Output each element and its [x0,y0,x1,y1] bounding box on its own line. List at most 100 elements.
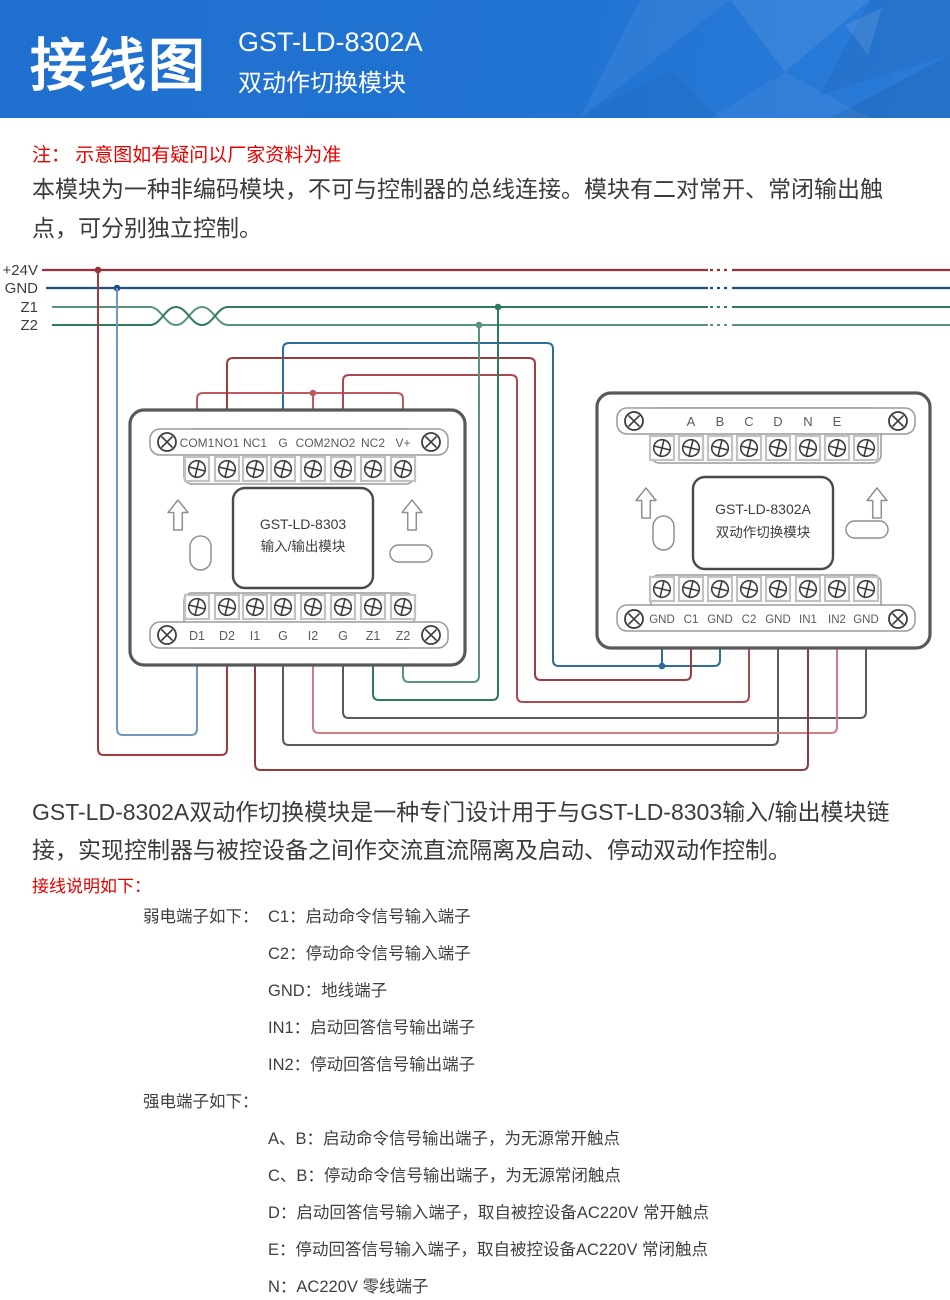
mounting-screw-icon [421,625,441,645]
terminal-label-strip [149,621,449,649]
terminal-label-strip [149,428,449,456]
twisted-pair [149,305,229,327]
screw-terminal-icon [677,575,705,603]
led-slot [652,515,675,551]
header-banner: 接线图 GST-LD-8302A 双动作切换模块 [0,0,950,118]
terminal-description: D：启动回答信号输入端子，取自被控设备AC220V 常开触点 [268,1204,709,1222]
screw-terminal-icon [389,593,417,621]
terminal-label: N [803,414,812,429]
terminal-label: Z2 [396,629,411,643]
mounting-screw-icon [888,609,908,629]
page-title: 接线图 [30,34,207,98]
terminal-label: D1 [189,629,205,643]
terminal-label: COM1 [180,436,215,450]
screw-terminal-icon [269,455,297,483]
screw-terminal-icon [735,575,763,603]
right-module: A B C D N E GST-LD-8302A 双动作切换模块 [595,391,932,650]
terminal-label: GND [649,614,675,626]
wire-24v-to-d2 [97,270,228,756]
terminal-label: G [278,436,287,450]
terminal-label: GND [707,614,733,626]
wire-no1-to-c1 [226,357,692,681]
bus-label-z2: Z2 [20,317,38,334]
screw-terminal-icon [359,593,387,621]
screw-terminal-icon [852,434,880,462]
left-top-terminal-labels: COM1 NO1 NC1 G COM2 NO2 NC2 V+ [180,436,411,450]
terminal-label: D [773,414,782,429]
screw-terminal-icon [241,593,269,621]
terminal-label: GND [765,614,791,626]
screw-terminal-icon [213,455,241,483]
terminal-descriptions: 弱电端子如下： C1：启动命令信号输入端子 C2：停动命令信号输入端子 GND：… [0,899,950,1300]
screw-terminal-icon [241,455,269,483]
mounting-screw-icon [888,411,908,431]
terminal-label: I2 [308,629,318,643]
weak-terminals-row: 弱电端子如下： C1：启动命令信号输入端子 [0,899,950,936]
screw-terminal-icon [359,455,387,483]
screw-terminal-icon [794,575,822,603]
right-top-terminal-labels: A B C D N E [687,414,842,429]
disclaimer-note: 注： 示意图如有疑问以厂家资料为准 [32,145,342,166]
terminal-label: IN2 [828,614,846,626]
intro-line-1: 本模块为一种非编码模块，不可与控制器的总线连接。模块有二对常开、常闭输出触 [32,176,883,202]
terminal-label: NC2 [361,436,385,450]
screw-terminal-icon [299,593,327,621]
terminal-label: G [338,629,348,643]
intro-line-2: 点，可分别独立控制。 [32,215,262,241]
screw-terminal-icon [648,434,676,462]
terminal-label: D2 [219,629,235,643]
screw-terminal-icon [852,575,880,603]
screw-terminal-icon [329,593,357,621]
wiring-notes-title: 接线说明如下： [32,877,151,896]
bus-line-24v [42,266,950,274]
wire-g1-to-gnd5 [282,648,779,746]
model-number: GST-LD-8302A [238,27,423,57]
screw-terminal-icon [823,434,851,462]
terminal-label: GND [853,614,879,626]
screw-terminal-icon [706,575,734,603]
terminal-label: G [278,629,288,643]
terminal-label: NO2 [331,436,356,450]
screw-terminal-icon [706,434,734,462]
terminal-description: C1：启动命令信号输入端子 [268,908,471,926]
wire-g-to-gnd-terminals [282,342,721,667]
bus-labels: +24V GND Z1 Z2 [3,262,39,334]
left-bottom-terminal-labels: D1 D2 I1 G I2 G Z1 Z2 [189,629,410,643]
terminal-description: GND：地线端子 [268,982,388,1000]
junction-dot [309,389,317,397]
terminal-label: IN1 [799,614,817,626]
screw-terminal-icon [389,455,417,483]
terminal-label: NO1 [215,436,240,450]
screw-terminal-icon [269,593,297,621]
screw-terminal-icon [183,593,211,621]
wire-com1-com2-vplus-tie [196,392,404,410]
left-bottom-screw-row [183,593,417,621]
wire-i2-to-in2 [312,648,838,734]
wire-z1-to-bus [372,307,499,701]
bus-label-z1: Z1 [20,299,38,316]
screw-terminal-icon [677,434,705,462]
led-slot [389,544,433,563]
wires [97,270,867,771]
wire-no2-to-c2 [342,374,750,703]
bus-line-z1 [52,305,950,329]
screw-terminal-icon [648,575,676,603]
screw-terminal-icon [299,455,327,483]
terminal-label-strip [616,604,916,632]
led-slot [845,520,889,539]
terminal-label: A [687,414,696,429]
terminal-description: A、B：启动命令信号输出端子，为无源常开触点 [268,1130,621,1148]
right-module-nameplate [691,475,835,571]
terminal-description: IN2：停动回答信号输出端子 [268,1056,476,1074]
description-line-2: 接，实现控制器与被控设备之间作交流直流隔离及启动、停动双动作控制。 [32,837,791,863]
mounting-screw-icon [157,432,177,452]
wire-gnd-to-d1 [116,288,198,736]
mounting-screw-icon [624,411,644,431]
weak-terminals-label: 弱电端子如下： [143,908,259,926]
bus-line-gnd [46,284,950,292]
wire-g2-to-gnd8 [342,648,867,719]
terminal-description: C、B：停动命令信号输出端子，为无源常闭触点 [268,1167,621,1185]
left-module-nameplate [231,486,375,590]
description-line-1: GST-LD-8302A双动作切换模块是一种专门设计用于与GST-LD-8303… [32,799,890,825]
terminal-label: NC1 [243,436,267,450]
